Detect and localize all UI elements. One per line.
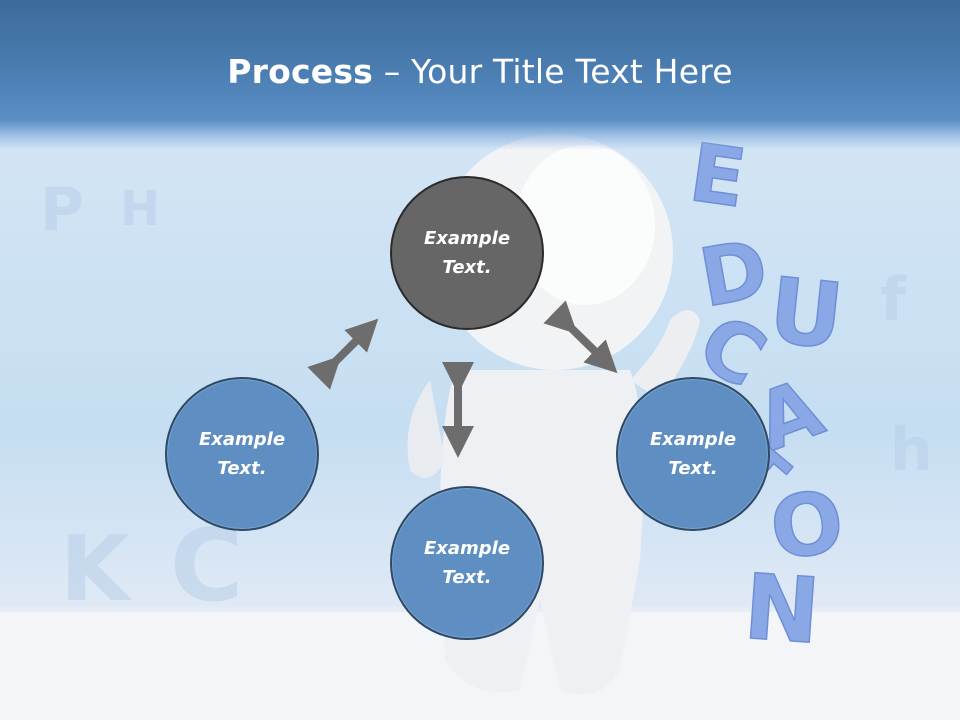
svg-text:f: f <box>880 265 907 335</box>
svg-text:P: P <box>40 175 84 245</box>
svg-text:O: O <box>764 472 849 580</box>
svg-text:N: N <box>741 555 823 665</box>
svg-text:U: U <box>764 258 848 370</box>
svg-text:h: h <box>890 415 933 485</box>
node-right-label: Example Text. <box>649 429 737 479</box>
node-bottom[interactable]: Example Text. <box>390 486 544 640</box>
arrow-left-top <box>307 318 379 390</box>
header-band <box>0 0 960 150</box>
education-letters: E D U C A T O N <box>683 125 851 665</box>
faint-letters: P H K C f h <box>40 175 933 624</box>
arrow-top-right <box>543 300 618 374</box>
slide-title: Process – Your Title Text Here <box>0 52 960 91</box>
node-top[interactable]: Example Text. <box>390 176 544 330</box>
node-top-label: Example Text. <box>423 228 511 278</box>
node-left-label: Example Text. <box>198 429 286 479</box>
title-bold: Process <box>227 52 374 91</box>
node-left[interactable]: Example Text. <box>165 377 319 531</box>
svg-text:K: K <box>60 517 133 622</box>
svg-text:H: H <box>120 181 160 237</box>
title-rest: – Your Title Text Here <box>373 52 733 91</box>
node-right[interactable]: Example Text. <box>616 377 770 531</box>
node-bottom-label: Example Text. <box>423 538 511 588</box>
